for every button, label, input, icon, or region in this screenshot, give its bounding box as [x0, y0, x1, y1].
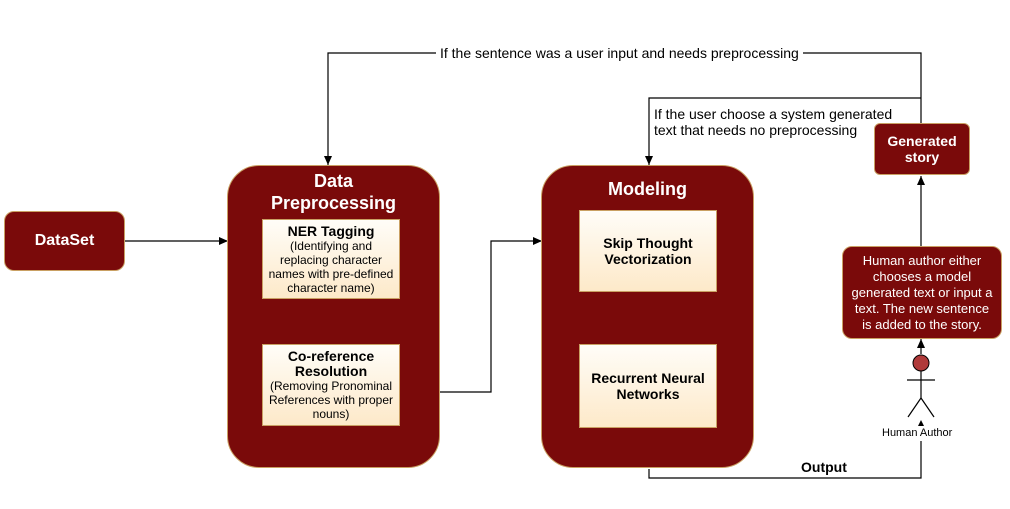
human-choice-node: Human author either chooses a model gene… — [842, 246, 1002, 339]
human-choice-label: Human author either chooses a model gene… — [851, 252, 993, 332]
skip-thought-label: Skip Thought Vectorization — [603, 235, 693, 267]
dataset-label: DataSet — [34, 232, 95, 249]
human-author-icon — [907, 354, 935, 426]
rnn-label: Recurrent Neural Networks — [591, 370, 705, 402]
edge-story-to-modeling — [645, 97, 921, 165]
edge-label-user-input: If the sentence was a user input and nee… — [436, 45, 803, 61]
human-author-label: Human Author — [882, 427, 953, 439]
ner-tagging-node: NER Tagging (Identifying and replacing c… — [262, 219, 400, 299]
edge-label-system-text: If the user choose a system generated te… — [654, 106, 893, 138]
edge-label-output: Output — [801, 459, 847, 475]
skip-thought-node: Skip Thought Vectorization — [579, 210, 717, 292]
coref-node: Co-reference Resolution (Removing Pronom… — [262, 344, 400, 426]
ner-description: (Identifying and replacing character nam… — [268, 239, 394, 295]
generated-story-node: Generated story — [874, 123, 970, 175]
generated-story-label: Generated story — [887, 133, 957, 165]
edge-preprocessing-to-modeling — [440, 237, 542, 393]
rnn-node: Recurrent Neural Networks — [579, 344, 717, 428]
dataset-node: DataSet — [4, 211, 125, 271]
coref-title: Co-reference Resolution — [287, 348, 375, 379]
edge-modeling-output — [648, 441, 922, 479]
modeling-title: Modeling — [608, 179, 687, 199]
preprocessing-title: Data Preprocessing — [270, 171, 397, 213]
coref-description: (Removing Pronominal References with pro… — [268, 379, 394, 421]
ner-title: NER Tagging — [287, 223, 375, 239]
